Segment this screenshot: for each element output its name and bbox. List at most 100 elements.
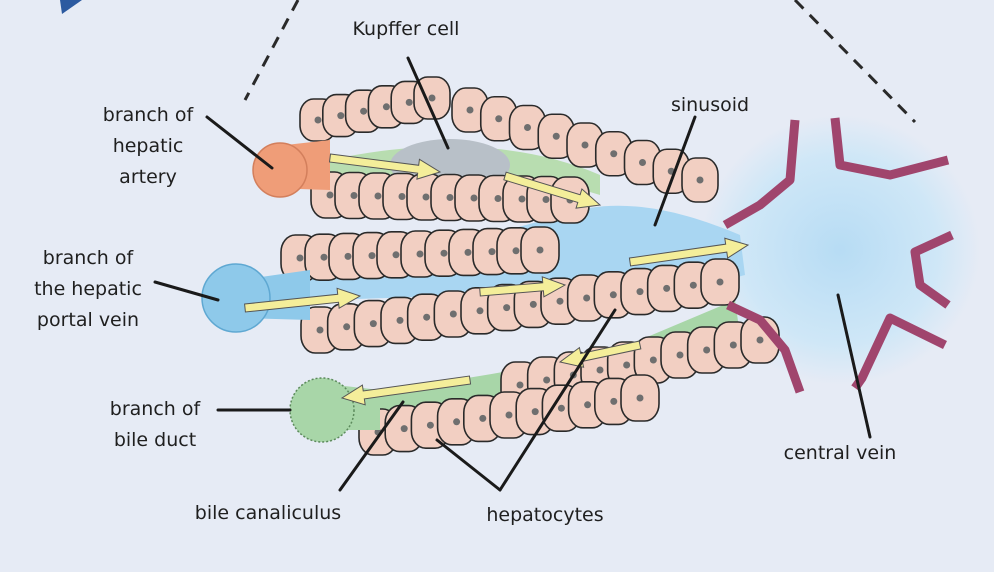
hepatocyte-nucleus [729, 341, 737, 349]
flow-arrow [628, 237, 750, 267]
hepatocyte-nucleus [676, 351, 684, 359]
hepatocyte-nucleus [398, 193, 406, 200]
hepatocyte-nucleus [703, 346, 711, 354]
hepatocyte-nucleus [405, 98, 413, 106]
flow-arrows [244, 153, 750, 406]
leader-kupffer-cell [406, 56, 450, 150]
hepatocyte-nucleus [326, 191, 334, 199]
label-bile-duct: branch of bile duct [110, 394, 200, 456]
hepatocyte-nucleus [636, 394, 644, 402]
hepatocyte-nucleus [428, 94, 436, 102]
dashed-zoom-line-left [243, 0, 300, 101]
hepatocyte-nucleus [584, 401, 592, 409]
hepatocyte-nucleus [581, 141, 589, 149]
hepatocyte-nucleus [320, 253, 328, 261]
corner-mark [60, 0, 82, 14]
label-hepatocytes: hepatocytes [486, 504, 604, 526]
hepatocyte-nucleus [396, 316, 404, 324]
hepatocyte-nucleus [756, 336, 764, 344]
hepatocyte-nucleus [343, 323, 351, 331]
hepatocyte-nucleus [416, 250, 424, 258]
hepatocyte-nucleus [596, 366, 604, 374]
hepatocyte-nucleus [470, 194, 478, 202]
hepatocyte-nucleus [663, 284, 671, 292]
hepatocyte-nucleus [609, 291, 617, 299]
hepatocyte-nucleus [503, 304, 511, 312]
label-hepatic-artery-line3: artery [119, 166, 177, 188]
flow-arrow [503, 171, 602, 209]
hepatocyte-nucleus [524, 124, 531, 131]
label-sinusoid: sinusoid [670, 94, 750, 116]
hepatocyte-nucleus [479, 414, 487, 422]
hepatocyte-nucleus [536, 246, 544, 254]
hepatocyte-nucleus [368, 252, 376, 260]
hepatocyte-nucleus [495, 115, 503, 123]
label-portal-vein: branch of the hepatic portal vein [34, 243, 142, 336]
label-portal-vein-line2: the hepatic [34, 278, 142, 300]
hepatocyte-nucleus [529, 300, 537, 308]
hepatocyte-nucleus [543, 376, 551, 384]
hepatocyte-nucleus [636, 288, 644, 296]
hepatocyte-nucleus [542, 196, 550, 203]
hepatocyte-nucleus [516, 381, 524, 389]
hepatocyte-nucleus [505, 411, 513, 419]
label-kupffer-cell: Kupffer cell [352, 18, 460, 40]
label-hepatic-artery: branch of hepatic artery [103, 100, 193, 193]
hepatocyte-nucleus [583, 294, 591, 302]
hepatocyte-nucleus [422, 193, 430, 201]
leader-sinusoid [653, 115, 697, 227]
hepatocyte-nucleus [392, 251, 400, 259]
hepatocyte-nucleus [623, 361, 631, 369]
label-hepatic-artery-line2: hepatic [112, 135, 184, 157]
hepatocyte-nucleus [400, 425, 408, 433]
hepatocyte-nucleus [449, 310, 457, 318]
hepatocyte-nucleus [518, 195, 526, 203]
hepatocyte-nucleus [610, 150, 618, 158]
hepatic-artery-branch [252, 140, 330, 198]
label-bile-duct-line1: branch of [109, 398, 201, 420]
hepatocyte-nucleus [314, 116, 322, 124]
hepatocyte-nucleus [689, 281, 697, 289]
hepatocyte-nucleus [488, 248, 496, 256]
hepatocyte-nucleus [464, 248, 472, 256]
label-hepatic-artery-line1: branch of [102, 104, 194, 126]
hepatocyte-nucleus [552, 132, 560, 140]
flow-arrow [244, 287, 362, 313]
label-bile-duct-line2: bile duct [113, 429, 197, 451]
hepatocyte-nucleus [337, 112, 345, 120]
hepatocyte-nucleus [316, 326, 324, 334]
hepatocyte-nucleus [350, 192, 358, 199]
flow-arrow [479, 276, 567, 298]
hepatocyte-nucleus [466, 106, 474, 114]
label-portal-vein-line3: portal vein [36, 309, 140, 331]
label-bile-canaliculus: bile canaliculus [194, 502, 342, 524]
hepatocyte-nucleus [639, 159, 646, 166]
flow-arrow [340, 375, 472, 406]
hepatocyte-nucleus [374, 192, 382, 200]
central-vein-wall [722, 117, 954, 394]
leader-lines [153, 56, 872, 492]
hepatocyte-nucleus [360, 107, 368, 115]
hepatocyte-nucleus [453, 418, 461, 426]
hepatocyte-nucleus [426, 421, 434, 429]
leader-hepatocytes-1 [435, 438, 502, 492]
hepatocyte-nucleus [556, 297, 564, 305]
leader-portal-vein [153, 280, 220, 302]
flow-arrow [328, 153, 442, 180]
leader-hepatocytes-2 [498, 308, 617, 492]
hepatocyte-nucleus [557, 404, 565, 412]
leader-hepatic-artery [205, 115, 274, 170]
hepatocyte-nucleus [494, 195, 502, 202]
hepatocyte-nucleus [610, 397, 618, 405]
hepatocyte-nucleus [423, 313, 431, 321]
hepatocyte-nucleus [296, 254, 304, 262]
hepatocyte-nucleus [716, 278, 724, 286]
leader-central-vein [836, 293, 872, 439]
hepatocyte-nucleus [440, 249, 448, 257]
hepatocyte-nucleus [382, 103, 390, 111]
label-portal-vein-line1: branch of [42, 247, 134, 269]
hepatocyte-nucleus [476, 307, 484, 315]
hepatocyte-nucleus [369, 320, 377, 328]
